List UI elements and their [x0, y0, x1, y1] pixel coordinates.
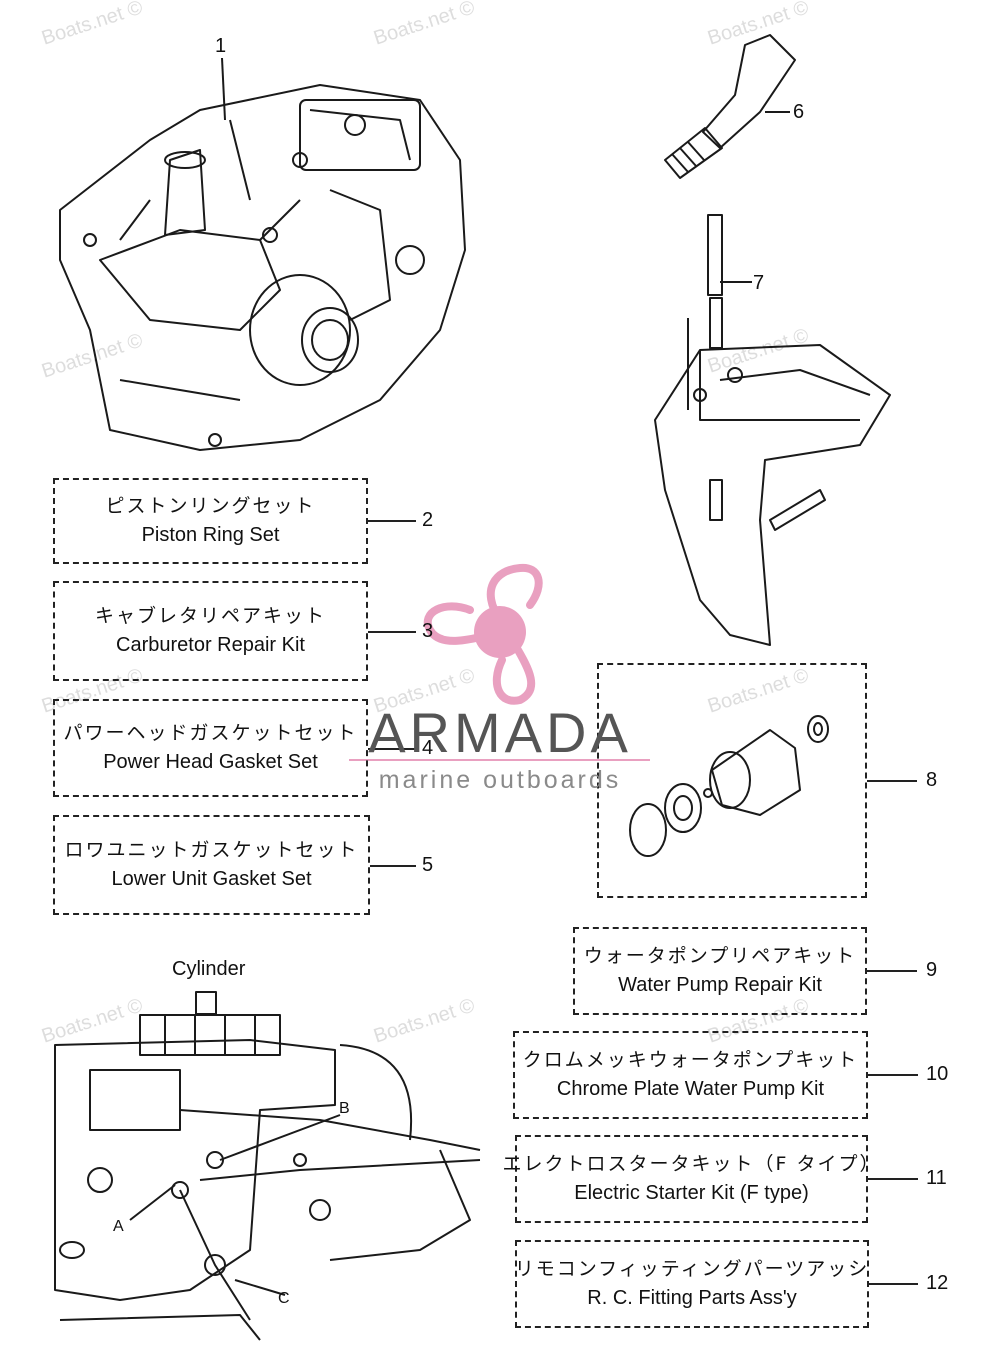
leader-line — [868, 1178, 918, 1180]
kit-jp-label: パワーヘッドガスケットセット — [63, 722, 358, 744]
kit-number: 12 — [926, 1272, 949, 1294]
kit-en-label: Power Head Gasket Set — [103, 751, 318, 773]
kit-en-label: Piston Ring Set — [141, 524, 280, 546]
brand-logo-tagline: marine outboards — [378, 766, 622, 794]
kit-box-4: パワーヘッドガスケットセット Power Head Gasket Set — [53, 699, 368, 797]
kit-box-11: エレクトロスタータキット（F タイプ） Electric Starter Kit… — [503, 1135, 879, 1223]
callout-8: 8 — [926, 769, 938, 791]
kit-number: 2 — [422, 509, 434, 531]
water-pump-box — [597, 663, 867, 898]
leader-line — [868, 1074, 918, 1076]
tiller-handle-illustration — [664, 34, 796, 179]
powerhead-illustration — [59, 57, 466, 451]
cylinder-linkage-illustration — [54, 991, 481, 1341]
kit-jp-label: エレクトロスタータキット（F タイプ） — [502, 1153, 881, 1175]
kit-jp-label: ピストンリングセット — [105, 495, 316, 517]
lower-unit-illustration — [654, 214, 891, 646]
kit-number: 10 — [926, 1063, 949, 1085]
kit-en-label: Carburetor Repair Kit — [116, 634, 305, 656]
callout-7: 7 — [753, 272, 765, 294]
leader-line — [370, 865, 416, 867]
leader-line — [867, 780, 917, 782]
kit-jp-label: リモコンフィッティングパーツアッシ — [514, 1258, 870, 1280]
label-b: B — [339, 1100, 350, 1117]
kit-jp-label: ロワユニットガスケットセット — [64, 839, 359, 861]
kit-box-2: ピストンリングセット Piston Ring Set — [53, 478, 368, 564]
callout-6: 6 — [793, 101, 805, 123]
kit-number: 11 — [926, 1167, 947, 1189]
label-c: C — [278, 1290, 290, 1307]
kit-jp-label: クロムメッキウォータポンプキット — [522, 1049, 859, 1071]
kit-box-5: ロワユニットガスケットセット Lower Unit Gasket Set — [53, 815, 370, 915]
kit-number: 3 — [422, 620, 434, 642]
kit-en-label: Water Pump Repair Kit — [618, 974, 822, 996]
water-pump-illustration — [629, 715, 829, 857]
kit-en-label: Lower Unit Gasket Set — [111, 868, 312, 890]
kit-number: 4 — [422, 737, 434, 759]
brand-logo-name: ARMADA — [368, 701, 632, 764]
kit-en-label: Electric Starter Kit (F type) — [574, 1182, 809, 1204]
label-a: A — [113, 1218, 124, 1235]
kit-jp-label: ウォータポンプリペアキット — [583, 945, 857, 967]
kit-box-12: リモコンフィッティングパーツアッシ R. C. Fitting Parts As… — [515, 1240, 869, 1328]
leader-line — [368, 748, 416, 750]
propeller-hub — [474, 606, 526, 658]
kit-en-label: R. C. Fitting Parts Ass'y — [587, 1287, 797, 1309]
kit-box-3: キャブレタリペアキット Carburetor Repair Kit — [53, 581, 368, 681]
kit-jp-label: キャブレタリペアキット — [94, 605, 326, 627]
kit-en-label: Chrome Plate Water Pump Kit — [556, 1078, 825, 1100]
kit-box-10: クロムメッキウォータポンプキット Chrome Plate Water Pump… — [513, 1031, 868, 1119]
kit-number: 9 — [926, 959, 938, 981]
kit-number: 5 — [422, 854, 434, 876]
kit-box-9: ウォータポンプリペアキット Water Pump Repair Kit — [573, 927, 867, 1015]
leader-line — [867, 970, 917, 972]
leader-line — [368, 520, 416, 522]
leader-line — [368, 631, 416, 633]
cylinder-title: Cylinder — [172, 958, 246, 980]
leader-line — [869, 1283, 918, 1285]
callout-1: 1 — [215, 35, 227, 57]
